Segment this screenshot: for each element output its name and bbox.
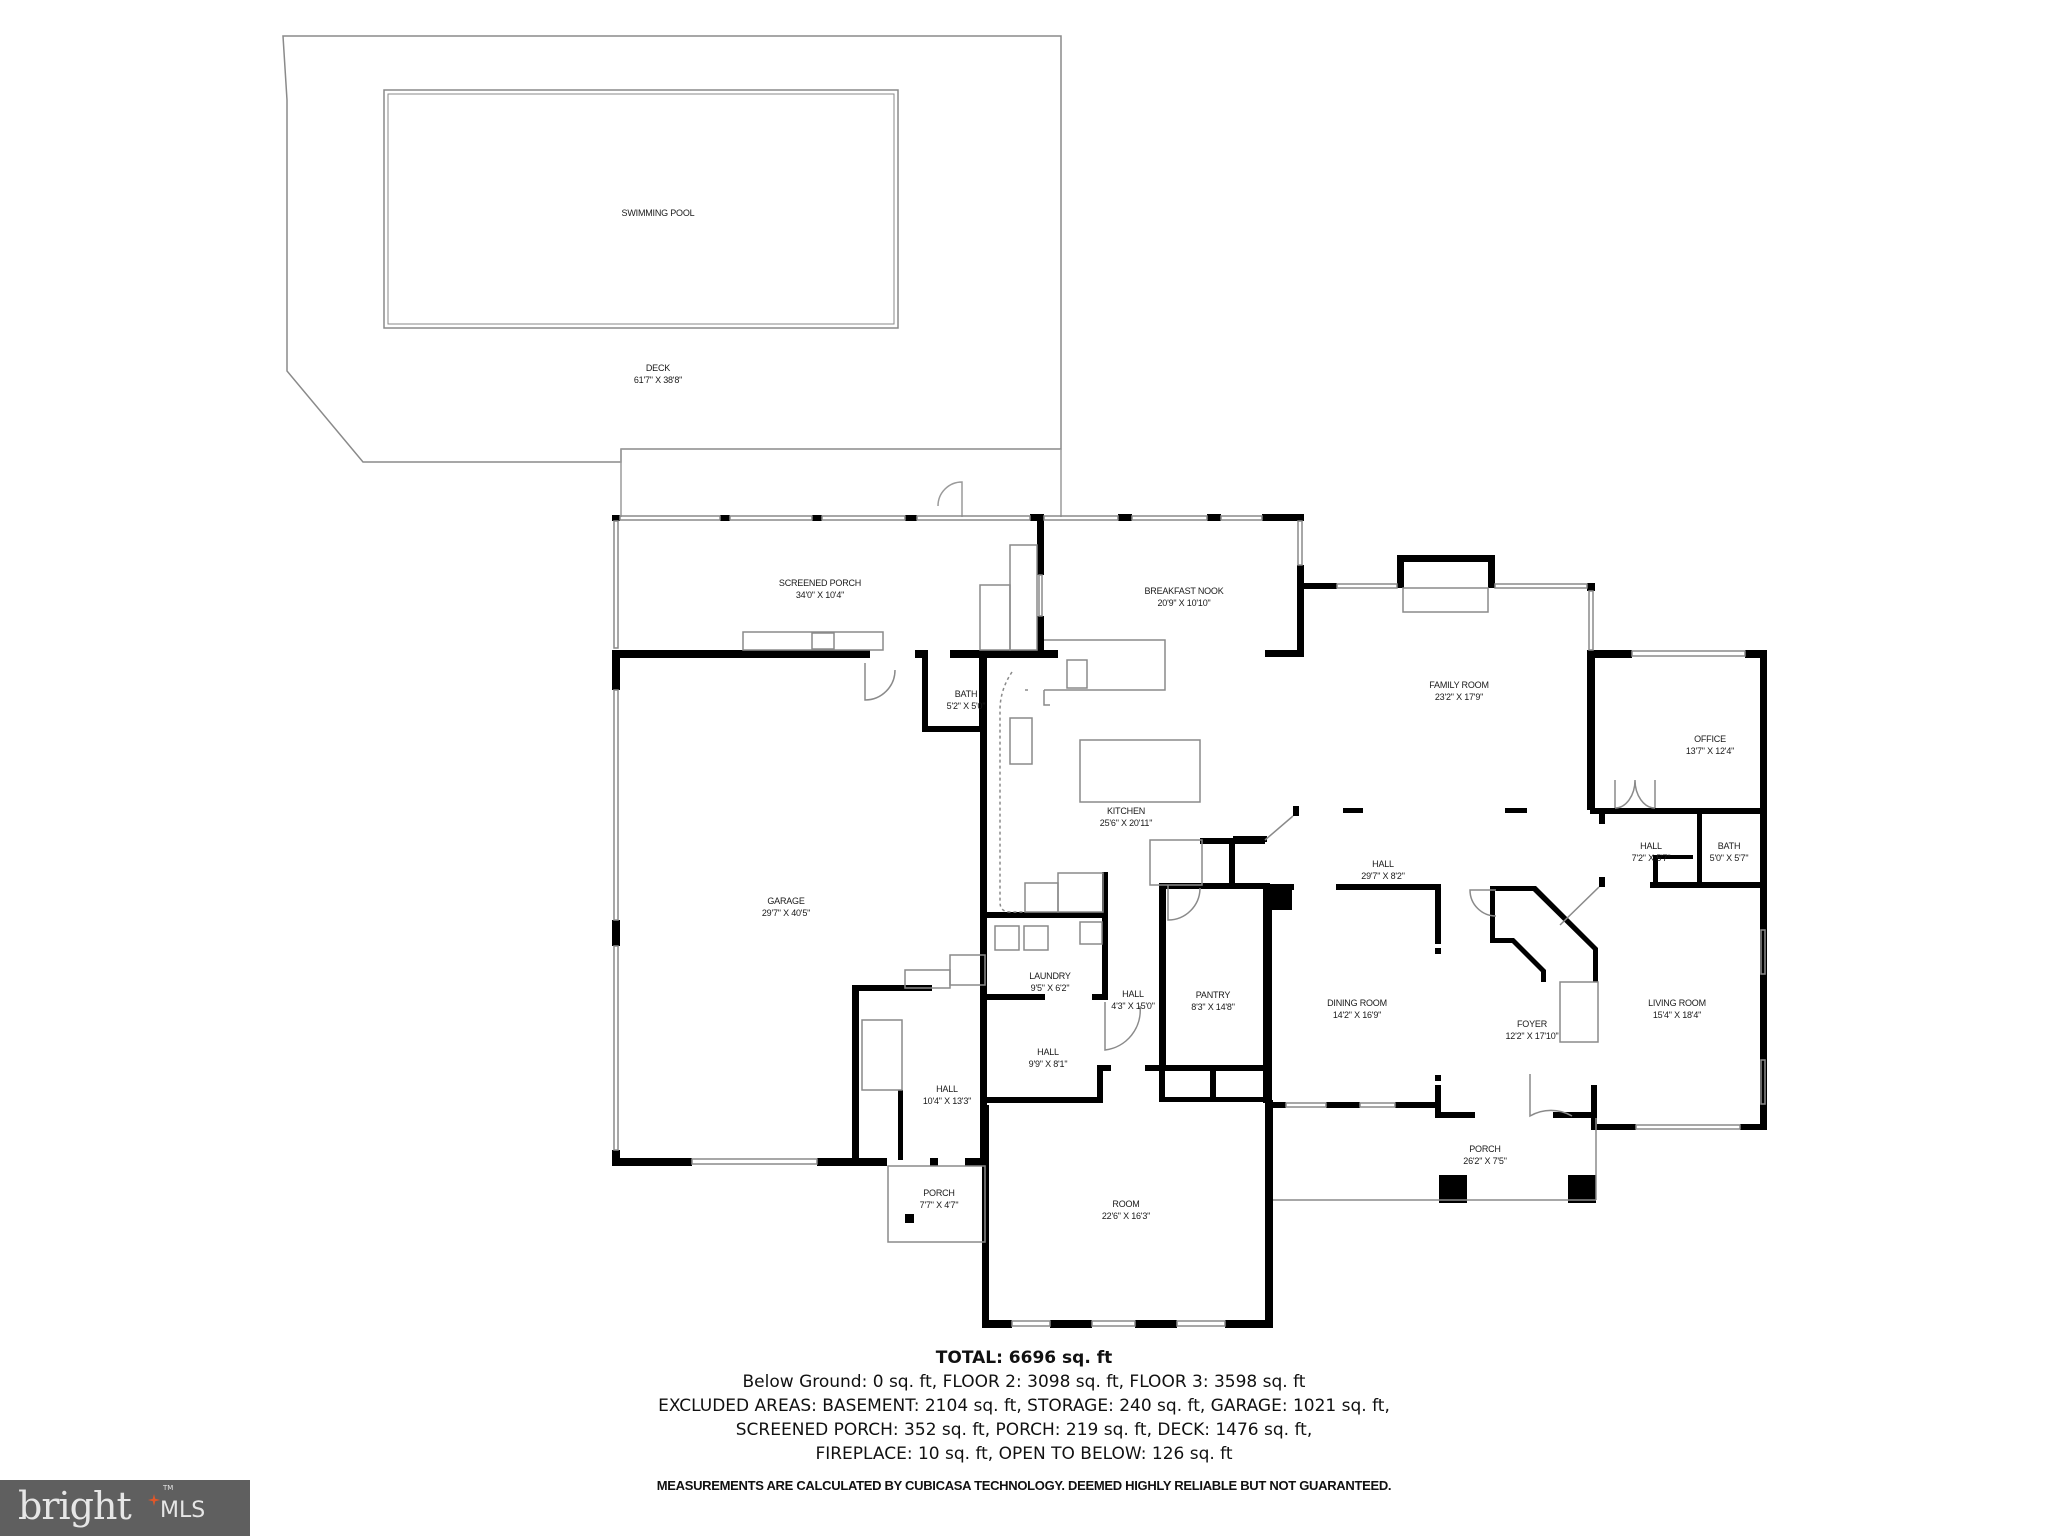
windows-and-thin-lines xyxy=(613,515,1766,1327)
room-label-porch-front: PORCH 26'2" X 7'5" xyxy=(1463,1143,1507,1167)
room-label-deck: DECK 61'7" X 38'8" xyxy=(634,362,682,386)
screened-porch-outline xyxy=(620,449,1062,517)
room-name: SCREENED PORCH xyxy=(778,578,862,588)
room-name: LIVING ROOM xyxy=(1648,998,1706,1008)
area-line-excluded-3: FIREPLACE: 10 sq. ft, OPEN TO BELOW: 126… xyxy=(815,1444,1233,1464)
room-name: PORCH xyxy=(1469,1144,1501,1154)
room-name: ROOM xyxy=(1112,1199,1140,1209)
logo-brand: bright xyxy=(18,1484,132,1528)
room-label-pantry: PANTRY 8'3" X 14'8" xyxy=(1191,989,1235,1013)
room-label-hall-10x13: HALL 10'4" X 13'3" xyxy=(923,1083,971,1107)
room-name: HALL xyxy=(1037,1047,1059,1057)
room-label-foyer: FOYER 12'2" X 17'10" xyxy=(1505,1018,1558,1042)
room-dimensions: 9'5" X 6'2" xyxy=(1030,983,1070,993)
bright-mls-logo: bright TM MLS xyxy=(0,1480,250,1536)
room-name: HALL xyxy=(1640,841,1662,851)
room-dimensions: 9'9" X 8'1" xyxy=(1028,1059,1068,1069)
room-dimensions: 13'7" X 12'4" xyxy=(1685,746,1735,756)
spark-icon xyxy=(148,1494,160,1506)
area-line-floors: Below Ground: 0 sq. ft, FLOOR 2: 3098 sq… xyxy=(742,1372,1306,1392)
room-label-screened-porch: SCREENED PORCH 34'0" X 10'4" xyxy=(779,577,861,601)
room-name: HALL xyxy=(1122,989,1144,999)
room-dimensions: 29'7" X 40'5" xyxy=(761,908,811,918)
room-dimensions: 15'4" X 18'4" xyxy=(1652,1010,1702,1020)
room-name: BATH xyxy=(954,689,978,699)
room-label-living-room: LIVING ROOM 15'4" X 18'4" xyxy=(1648,997,1706,1021)
room-dimensions: 7'7" X 4'7" xyxy=(919,1200,959,1210)
room-dimensions: 22'6" X 16'3" xyxy=(1101,1211,1151,1221)
room-name: FAMILY ROOM xyxy=(1429,680,1489,690)
swimming-pool xyxy=(383,89,899,329)
room-dimensions: 29'7" X 8'2" xyxy=(1361,871,1405,881)
room-dimensions: 5'0" X 5'7" xyxy=(1709,853,1749,863)
room-label-laundry: LAUNDRY 9'5" X 6'2" xyxy=(1029,970,1071,994)
room-label-dining-room: DINING ROOM 14'2" X 16'9" xyxy=(1327,997,1387,1021)
room-dimensions: 14'2" X 16'9" xyxy=(1332,1010,1382,1020)
room-name: BREAKFAST NOOK xyxy=(1144,586,1224,596)
total-area: TOTAL: 6696 sq. ft xyxy=(935,1348,1113,1368)
room-name: HALL xyxy=(936,1084,958,1094)
room-name: LAUNDRY xyxy=(1029,971,1071,981)
room-label-breakfast-nook: BREAKFAST NOOK 20'9" X 10'10" xyxy=(1144,585,1223,609)
room-label-swimming-pool: SWIMMING POOL xyxy=(622,207,695,219)
room-dimensions: 23'2" X 17'9" xyxy=(1434,692,1484,702)
room-name: DINING ROOM xyxy=(1327,998,1387,1008)
room-dimensions: 61'7" X 38'8" xyxy=(633,375,683,385)
room-label-family-room: FAMILY ROOM 23'2" X 17'9" xyxy=(1429,679,1489,703)
room-label-garage: GARAGE 29'7" X 40'5" xyxy=(762,895,810,919)
room-name: PANTRY xyxy=(1195,990,1231,1000)
deck-outline xyxy=(282,35,1062,463)
room-label-room: ROOM 22'6" X 16'3" xyxy=(1102,1198,1150,1222)
room-label-bath-2: BATH 5'0" X 5'7" xyxy=(1710,840,1749,864)
logo-trademark: TM xyxy=(163,1484,174,1492)
room-label-office: OFFICE 13'7" X 12'4" xyxy=(1686,733,1734,757)
room-label-hall-9x8: HALL 9'9" X 8'1" xyxy=(1029,1046,1068,1070)
room-dimensions: 20'9" X 10'10" xyxy=(1157,598,1211,608)
room-name: HALL xyxy=(1372,859,1394,869)
room-dimensions: 26'2" X 7'5" xyxy=(1463,1156,1507,1166)
room-name: PORCH xyxy=(923,1188,955,1198)
room-name: GARAGE xyxy=(767,896,805,906)
room-name: SWIMMING POOL xyxy=(621,208,695,218)
room-name: OFFICE xyxy=(1694,734,1726,744)
room-label-hall-small: HALL 7'2" X 5'7" xyxy=(1632,840,1671,864)
area-line-excluded-2: SCREENED PORCH: 352 sq. ft, PORCH: 219 s… xyxy=(735,1420,1313,1440)
room-name: BATH xyxy=(1717,841,1741,851)
room-label-hall-4x15: HALL 4'3" X 15'0" xyxy=(1111,988,1155,1012)
room-label-bath-1: BATH 5'2" X 5'0" xyxy=(947,688,986,712)
area-line-excluded-1: EXCLUDED AREAS: BASEMENT: 2104 sq. ft, S… xyxy=(658,1396,1390,1416)
room-label-kitchen: KITCHEN 25'6" X 20'11" xyxy=(1099,805,1153,829)
disclaimer: MEASUREMENTS ARE CALCULATED BY CUBICASA … xyxy=(656,1478,1392,1493)
walls xyxy=(612,514,1767,1328)
logo-suffix: MLS xyxy=(160,1498,206,1523)
room-dimensions: 8'3" X 14'8" xyxy=(1191,1002,1235,1012)
room-name: KITCHEN xyxy=(1106,806,1146,816)
room-dimensions: 12'2" X 17'10" xyxy=(1505,1031,1559,1041)
room-label-porch-side: PORCH 7'7" X 4'7" xyxy=(920,1187,959,1211)
room-label-hall-main: HALL 29'7" X 8'2" xyxy=(1361,858,1405,882)
room-name: DECK xyxy=(645,363,671,373)
room-name: FOYER xyxy=(1516,1019,1548,1029)
room-dimensions: 4'3" X 15'0" xyxy=(1111,1001,1155,1011)
room-dimensions: 25'6" X 20'11" xyxy=(1099,818,1153,828)
room-dimensions: 34'0" X 10'4" xyxy=(795,590,845,600)
room-dimensions: 10'4" X 13'3" xyxy=(922,1096,972,1106)
room-dimensions: 7'2" X 5'7" xyxy=(1631,853,1671,863)
room-dimensions: 5'2" X 5'0" xyxy=(946,701,986,711)
